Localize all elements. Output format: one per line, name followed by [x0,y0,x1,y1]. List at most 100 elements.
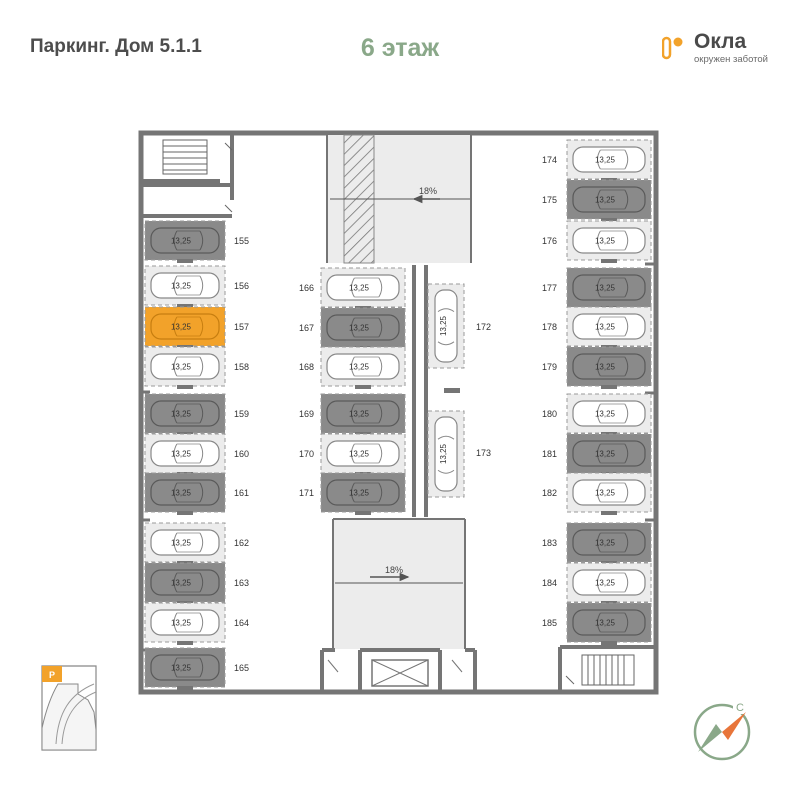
logo-mark-icon [662,36,683,60]
car-icon [326,274,400,301]
parking-spot-number: 158 [234,362,249,372]
parking-spot-number: 183 [542,538,557,548]
car-icon [326,440,400,467]
compass-needle-south-icon [698,724,722,752]
car-icon [326,479,400,506]
mini-location-plan[interactable]: P [41,665,97,751]
parking-spot-179[interactable]: 13,25 179 [542,346,652,389]
car-icon [572,609,646,636]
car-icon [150,529,220,556]
parking-spot-area: 13,25 [595,363,616,372]
floor-title: 6 этаж [360,34,440,62]
parking-spot-area: 13,25 [171,450,192,459]
parking-spot-168[interactable]: 13,25 168 [299,346,406,389]
center-wall [412,265,460,517]
parking-spot-number: 180 [542,409,557,419]
brand-logo[interactable]: Окла окружен заботой [662,30,792,70]
car-icon [150,272,220,299]
parking-spot-number: 156 [234,281,249,291]
ramp-top-label: 18% [419,186,437,196]
car-icon [572,146,646,173]
car-icon [150,227,220,254]
parking-spot-number: 181 [542,449,557,459]
wheel-stop [601,218,617,222]
parking-spot-area: 13,25 [439,315,448,336]
parking-spot-area: 13,25 [349,324,370,333]
car-icon [150,353,220,380]
car-icon [572,274,646,301]
car-icon [572,400,646,427]
car-icon [150,440,220,467]
page-title: Паркинг. Дом 5.1.1 [30,36,202,57]
car-icon [150,654,220,681]
wheel-stop [355,511,371,515]
parking-spot-number: 179 [542,362,557,372]
brand-tagline: окружен заботой [694,54,768,65]
parking-spot-area: 13,25 [595,196,616,205]
parking-spot-number: 169 [299,409,314,419]
parking-spot-area: 13,25 [595,579,616,588]
wheel-stop [601,385,617,389]
parking-spot-area: 13,25 [595,539,616,548]
car-icon [326,314,400,341]
car-icon [572,313,646,340]
parking-spot-area: 13,25 [171,664,192,673]
compass-needle-north-icon [722,712,746,740]
parking-spot-number: 163 [234,578,249,588]
parking-spot-number: 155 [234,236,249,246]
parking-spot-area: 13,25 [349,363,370,372]
mini-plan-marker [42,666,62,682]
parking-spot-number: 178 [542,322,557,332]
parking-spot-184[interactable]: 13,25 184 [542,562,652,605]
parking-spot-area: 13,25 [595,619,616,628]
parking-spot-area: 13,25 [349,450,370,459]
wheel-stop [601,641,617,645]
wheel-stop [177,385,193,389]
car-icon [326,400,400,427]
parking-spot-171[interactable]: 13,25 171 [299,472,406,515]
compass: С [693,700,751,761]
car-icon [434,416,458,492]
stairwell-top-left [141,133,234,218]
parking-spot-number: 160 [234,449,249,459]
parking-spot-number: 168 [299,362,314,372]
parking-spot-number: 157 [234,322,249,332]
car-icon [150,609,220,636]
parking-spot-area: 13,25 [171,619,192,628]
wheel-stop [177,304,193,308]
parking-spot-area: 13,25 [171,579,192,588]
parking-spot-number: 176 [542,236,557,246]
parking-spot-area: 13,25 [171,489,192,498]
wheel-stop [177,641,193,645]
ramp-bottom: 18% [332,518,466,649]
parking-spot-176[interactable]: 13,25 176 [542,220,652,263]
parking-spot-number: 171 [299,488,314,498]
parking-spot-number: 184 [542,578,557,588]
parking-spot-area: 13,25 [349,489,370,498]
parking-spot-area: 13,25 [595,237,616,246]
